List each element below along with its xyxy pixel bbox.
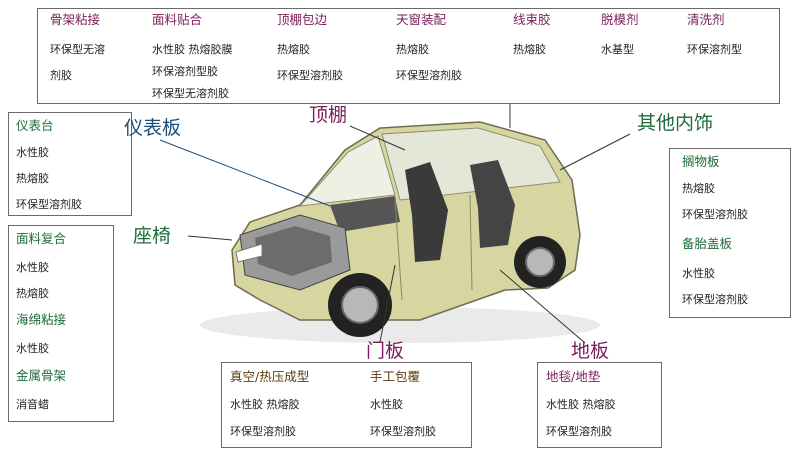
top-col-heading: 顶棚包边 [277,12,328,27]
door-panel-adhesive-box [221,362,472,448]
bottom-mid-item: 水性胶 [370,398,403,411]
right-item: 环保型溶剂胶 [682,293,748,306]
top-col-heading: 天窗装配 [396,12,447,27]
leader-other-interior [559,133,631,171]
seat-adhesive-box [8,225,114,422]
bottom-mid-heading: 真空/热压成型 [230,369,310,384]
bottom-right-item: 水性胶 热熔胶 [546,398,616,411]
leader-door-panel [379,264,396,343]
top-adhesive-panel [37,8,780,104]
top-col-item: 环保型溶剂胶 [396,69,462,82]
bottom-mid-item: 水性胶 热熔胶 [230,398,300,411]
callout-floor: 地板 [571,340,610,362]
car-windshield [298,135,396,207]
left-bottom-item: 热熔胶 [16,287,49,300]
car-headlight [235,243,263,263]
instrument-panel-adhesive-box [8,112,132,216]
right-item: 水性胶 [682,267,715,280]
top-col-item: 环保型无溶 [50,43,105,56]
left-top-item: 水性胶 [16,146,49,159]
right-item: 环保型溶剂胶 [682,208,748,221]
callout-headliner: 顶棚 [309,104,348,126]
car-dashboard [330,196,400,232]
bottom-mid-heading: 手工包覆 [370,369,421,384]
top-col-item: 环保型无溶剂胶 [152,87,229,100]
left-bottom-item: 水性胶 [16,261,49,274]
right-heading: 搁物板 [682,154,720,169]
callout-instrument-panel: 仪表板 [124,117,182,139]
callout-other-interior: 其他内饰 [637,112,714,134]
leader-seat [187,235,233,241]
top-col-item: 剂胶 [50,69,72,82]
left-top-heading: 仪表台 [16,118,54,133]
left-top-item: 环保型溶剂胶 [16,198,82,211]
top-col-heading: 骨架粘接 [50,12,101,27]
left-bottom-heading: 面料复合 [16,231,67,246]
top-col-item: 环保溶剂型胶 [152,65,218,78]
left-bottom-heading: 金属骨架 [16,368,67,383]
leader-instrument-panel [159,139,331,207]
leader-floor [499,269,586,344]
top-col-heading: 清洗剂 [687,12,725,27]
top-col-item: 热熔胶 [513,43,546,56]
bottom-mid-item: 环保型溶剂胶 [230,425,296,438]
car-seat-rear [470,160,515,248]
right-item: 热熔胶 [682,182,715,195]
top-col-item: 热熔胶 [396,43,429,56]
right-heading: 备胎盖板 [682,236,733,251]
bottom-right-item: 环保型溶剂胶 [546,425,612,438]
top-col-item: 热熔胶 [277,43,310,56]
car-seat-front [405,162,448,262]
top-col-item: 环保型溶剂胶 [277,69,343,82]
top-col-heading: 面料贴合 [152,12,203,27]
left-bottom-item: 消音蜡 [16,398,49,411]
other-interior-adhesive-box [669,148,791,318]
top-col-heading: 脱模剂 [601,12,639,27]
left-bottom-heading: 海绵粘接 [16,312,67,327]
bottom-mid-item: 环保型溶剂胶 [370,425,436,438]
top-col-item: 环保溶剂型 [687,43,742,56]
top-col-item: 水基型 [601,43,634,56]
callout-seat: 座椅 [133,225,172,247]
top-col-item: 水性胶 热熔胶膜 [152,43,233,56]
left-top-item: 热熔胶 [16,172,49,185]
floor-adhesive-box [537,362,662,448]
callout-door-panel: 门板 [366,340,405,362]
top-col-heading: 线束胶 [513,12,551,27]
left-bottom-item: 水性胶 [16,342,49,355]
leader-headliner [349,125,406,151]
bottom-right-heading: 地毯/地垫 [546,369,601,384]
